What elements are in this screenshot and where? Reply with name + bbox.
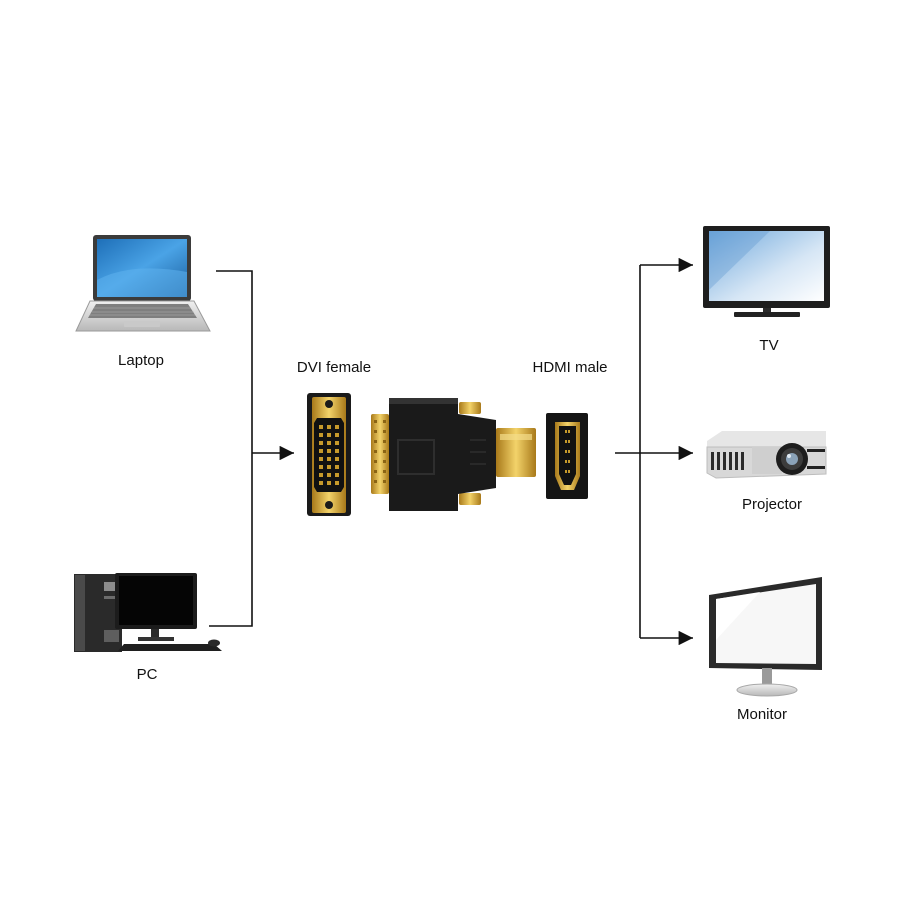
laptop-icon — [75, 235, 211, 332]
projector-label: Projector — [742, 496, 802, 513]
pc-label: PC — [137, 666, 158, 683]
laptop-link-line — [209, 270, 253, 627]
connector-lines — [209, 257, 693, 646]
dvi-female-port-icon — [307, 393, 351, 516]
projector-icon — [706, 431, 827, 479]
dvi-to-hdmi-adapter-icon — [371, 398, 536, 511]
desktop-pc-icon — [74, 573, 222, 652]
dvi-female-label: DVI female — [297, 359, 371, 376]
hdmi-male-label: HDMI male — [532, 359, 607, 376]
monitor-label: Monitor — [737, 706, 787, 723]
hdmi-male-port-icon — [546, 413, 588, 499]
monitor-icon — [709, 577, 822, 697]
laptop-label: Laptop — [118, 352, 164, 369]
tv-icon — [703, 226, 830, 317]
tv-label: TV — [759, 337, 778, 354]
